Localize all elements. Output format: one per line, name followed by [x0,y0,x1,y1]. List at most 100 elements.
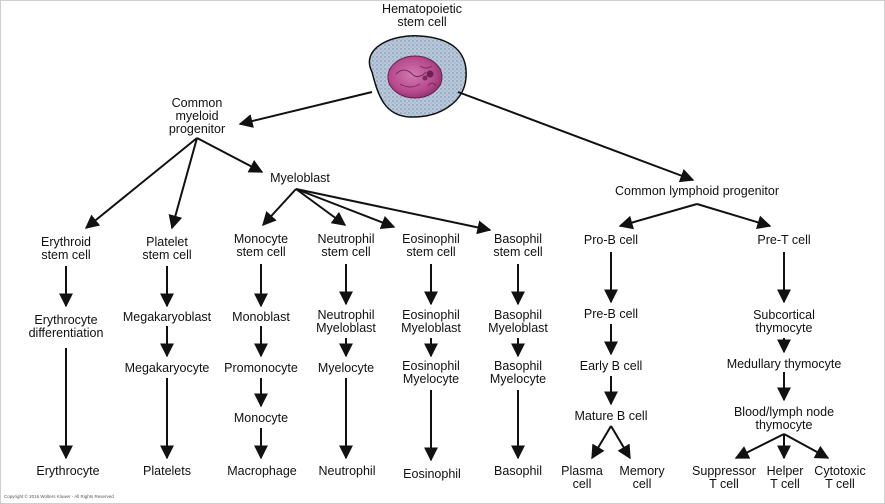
neutrophil-myeloblast-label-line: Neutrophil [317,308,375,322]
myelocyte-label-line: Myelocyte [317,361,375,375]
macrophage-label-line: Macrophage [227,464,297,478]
blood-to-cytotoxic-arrow [783,433,830,459]
common-lymphoid-progenitor-label-line: Common lymphoid progenitor [615,184,779,198]
blood-to-suppressor-arrow [734,433,785,459]
common-lymphoid-progenitor-label: Common lymphoid progenitor [615,185,779,198]
plasma-cell-label-line: Plasma [561,464,603,478]
myeloid-to-erythroid-arrow [84,137,198,229]
erythrocyte-differentiation-label-line: Erythrocyte [34,313,98,327]
monocyte-label: Monocyte [234,412,288,425]
pre-t-cell-label: Pre-T cell [757,234,810,247]
myelocyte-label: Myelocyte [318,362,374,375]
platelet-stem-cell-label-line: Platelet [146,235,188,249]
neutrophil-stem-cell-label-line: Neutrophil [317,232,375,246]
macrophage-label: Macrophage [227,465,297,478]
eosinophil-label: Eosinophil [403,468,461,481]
megakaryoblast-label: Megakaryoblast [123,311,211,324]
eosinophil-stem-cell-label-line: stem cell [406,245,456,259]
medullary-thymocyte-label-line: Medullary thymocyte [726,357,842,371]
common-myeloid-progenitor-label-line: progenitor [168,122,226,136]
neutrophil-label-line: Neutrophil [318,464,376,478]
basophil-myelocyte-label-line: Myelocyte [489,372,547,386]
basophil-label-line: Basophil [494,464,542,478]
myeloblast-label: Myeloblast [270,172,330,185]
lineage-arrows [59,91,830,462]
pro-b-cell-label-line: Pro-B cell [583,233,639,247]
promonocyte-label: Promonocyte [224,362,298,375]
hematopoietic-stem-cell-label-line: stem cell [397,15,447,29]
monocyte-stem-cell-label-line: Monocyte [233,232,289,246]
erythroid-stem-cell-label-line: stem cell [41,248,91,262]
memory-cell-label-line: cell [632,477,652,491]
pre-b-cell-label-line: Pre-B cell [583,307,639,321]
mature-b-cell-label-line: Mature B cell [574,409,648,423]
eosinophil-myeloblast-label-line: Myeloblast [401,321,461,335]
stem-to-myeloid-arrow [238,91,373,128]
pro-b-cell-label: Pro-B cell [584,234,638,247]
platelets-label: Platelets [143,465,191,478]
megakaryocyte-label-line: Megakaryocyte [124,361,210,375]
helper-t-cell-label-line: Helper [766,464,804,478]
basophil-label: Basophil [494,465,542,478]
suppressor-t-cell-label-line: Suppressor [692,464,756,478]
myeloblast-to-eosinophil-arrow [295,188,396,229]
helper-t-cell-label-line: T cell [770,477,800,491]
common-myeloid-progenitor-label-line: Common [171,96,223,110]
stem-cell-illustration [368,35,467,118]
basophil-stem-cell-label-line: Basophil [494,232,542,246]
erythroid-stem-cell-label-line: Erythroid [40,235,92,249]
mature-to-plasma-arrow [591,425,612,460]
platelets-label-line: Platelets [143,464,191,478]
neutrophil-label: Neutrophil [319,465,376,478]
early-b-cell-label-line: Early B cell [579,359,643,373]
medullary-thymocyte-label: Medullary thymocyte [727,358,842,371]
eosinophil-myelocyte-label-line: Eosinophil [402,359,460,373]
subcortical-thymocyte-label-line: Subcortical [753,308,815,322]
basophil-myeloblast-label-line: Basophil [494,308,542,322]
monocyte-label-line: Monocyte [233,411,289,425]
pre-t-cell-label-line: Pre-T cell [757,233,811,247]
eosinophil-label-line: Eosinophil [403,467,461,481]
mature-to-memory-arrow [610,425,631,460]
pre-b-cell-label: Pre-B cell [584,308,638,321]
eosinophil-myeloblast-label-line: Eosinophil [402,308,460,322]
basophil-stem-cell-label-line: stem cell [493,245,543,259]
stem-to-lymphoid-arrow [457,91,695,183]
platelet-stem-cell-label-line: stem cell [142,248,192,262]
plasma-cell-label-line: cell [572,477,592,491]
subcortical-thymocyte-label-line: thymocyte [755,321,813,335]
monocyte-stem-cell-label-line: stem cell [236,245,286,259]
copyright: Copyright © 2016 Wolters Kluwer - All Ri… [4,494,114,499]
myeloblast-to-monocyte-arrow [262,188,297,227]
megakaryoblast-label-line: Megakaryoblast [122,310,212,324]
basophil-myeloblast-label-line: Myeloblast [488,321,548,335]
myeloblast-label-line: Myeloblast [270,171,330,185]
cytotoxic-t-cell-label-line: Cytotoxic [814,464,866,478]
blood-lymph-node-thymocyte-label-line: Blood/lymph node [733,405,835,419]
megakaryocyte-label: Megakaryocyte [125,362,210,375]
myeloblast-to-neutrophil-arrow [295,188,347,226]
erythrocyte-differentiation-label-line: differentiation [28,326,104,340]
memory-cell-label-line: Memory [619,464,665,478]
early-b-cell-label: Early B cell [580,360,643,373]
myeloid-to-platelet-arrow [168,137,198,230]
monoblast-label-line: Monoblast [232,310,290,324]
promonocyte-label-line: Promonocyte [224,361,298,375]
monoblast-label: Monoblast [232,311,290,324]
